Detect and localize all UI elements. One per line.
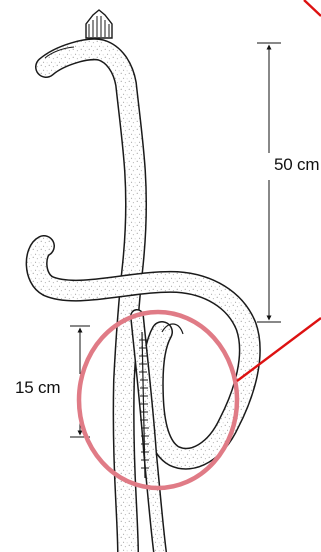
measurement-50cm: 50 cm <box>257 43 319 322</box>
top-length-label: 50 cm <box>274 155 319 174</box>
callout-line-upper <box>304 0 321 16</box>
bottom-length-label: 15 cm <box>15 378 60 397</box>
stomach-stump <box>86 10 112 38</box>
